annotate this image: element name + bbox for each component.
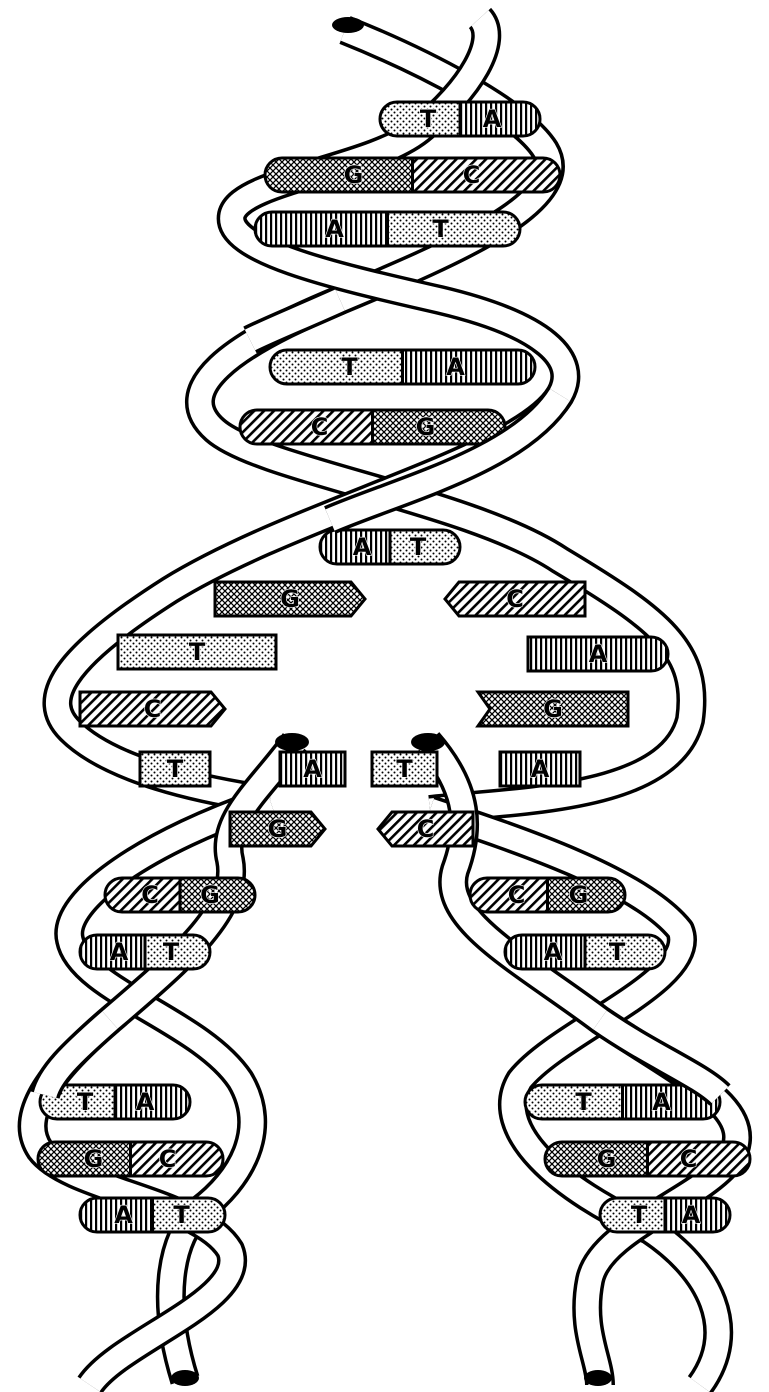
daughter-right-base-pair-2-right: T bbox=[585, 935, 665, 969]
split-base-right: T bbox=[372, 752, 437, 786]
left-unpaired-base-1: G bbox=[215, 582, 365, 616]
strand-end-top-left bbox=[332, 17, 364, 33]
base-letter: A bbox=[589, 640, 608, 668]
parent-base-pair-4-right: A bbox=[403, 350, 536, 384]
base-letter: G bbox=[569, 881, 589, 909]
base-letter: T bbox=[432, 215, 449, 243]
base-letter: A bbox=[136, 1088, 155, 1116]
split-base-left: A bbox=[280, 752, 345, 786]
base-letter: A bbox=[652, 1088, 671, 1116]
base-letter: G bbox=[280, 585, 300, 613]
daughter-right-base-pair-1-right: G bbox=[548, 878, 626, 912]
base-letter: T bbox=[410, 533, 427, 561]
base-letter: C bbox=[141, 881, 159, 909]
base-letter: G bbox=[84, 1145, 104, 1173]
right-unpaired-base-5: C bbox=[378, 812, 473, 846]
base-letter: C bbox=[508, 881, 526, 909]
daughter-left-base-pair-5-right: T bbox=[153, 1198, 226, 1232]
strand-end-bottom-right bbox=[584, 1370, 612, 1386]
right-unpaired-base-1: C bbox=[445, 582, 585, 616]
daughter-right-base-pair-5-right: A bbox=[665, 1198, 730, 1232]
left-unpaired-base-4: T bbox=[140, 752, 210, 786]
base-letter: T bbox=[163, 938, 180, 966]
parent-base-pair-1-left: T bbox=[380, 102, 460, 136]
right-unpaired-base-2: A bbox=[528, 637, 668, 671]
base-letter: A bbox=[483, 105, 502, 133]
parent-base-pair-3-left: A bbox=[255, 212, 388, 246]
base-letter: C bbox=[680, 1145, 698, 1173]
base-letter: C bbox=[311, 413, 329, 441]
parent-base-pair-5-left: C bbox=[240, 410, 373, 444]
daughter-left-base-pair-2-right: T bbox=[145, 935, 210, 969]
base-letter: A bbox=[325, 215, 344, 243]
daughter-left-base-pair-3-right: A bbox=[115, 1085, 190, 1119]
base-letter: A bbox=[446, 353, 465, 381]
left-unpaired-base-5: G bbox=[230, 812, 325, 846]
left-unpaired-base-2: T bbox=[118, 635, 276, 669]
base-letter: G bbox=[200, 881, 220, 909]
daughter-right-base-pair-2-left: A bbox=[505, 935, 585, 969]
base-letter: T bbox=[631, 1201, 648, 1229]
daughter-right-base-pair-5-left: T bbox=[600, 1198, 665, 1232]
daughter-left-base-pair-1-left: C bbox=[105, 878, 180, 912]
right-unpaired-base-4: A bbox=[500, 752, 580, 786]
daughter-left-base-pair-1-right: G bbox=[180, 878, 255, 912]
strand-end-new-left bbox=[275, 733, 309, 751]
left-unpaired-base-3: C bbox=[80, 692, 225, 726]
daughter-left-base-pair-5-left: A bbox=[80, 1198, 153, 1232]
base-letter: A bbox=[682, 1201, 701, 1229]
base-letter: T bbox=[77, 1088, 94, 1116]
parent-base-pair-5-right: G bbox=[373, 410, 506, 444]
base-letter: T bbox=[420, 105, 437, 133]
base-letter: T bbox=[167, 755, 184, 783]
base-letter: C bbox=[417, 815, 435, 843]
base-letter: C bbox=[159, 1145, 177, 1173]
daughter-left-base-pair-4-right: C bbox=[131, 1142, 224, 1176]
base-letter: G bbox=[344, 161, 364, 189]
right-unpaired-base-3: G bbox=[478, 692, 628, 726]
parent-crossing-front-2 bbox=[250, 300, 340, 340]
base-letter: A bbox=[303, 755, 322, 783]
base-letter: T bbox=[341, 353, 358, 381]
daughter-right-base-pair-1-left: C bbox=[470, 878, 548, 912]
base-letter: T bbox=[609, 938, 626, 966]
base-letter: C bbox=[506, 585, 524, 613]
base-letter: G bbox=[597, 1145, 617, 1173]
daughter-left-base-pair-4-left: G bbox=[38, 1142, 131, 1176]
base-letter: C bbox=[463, 161, 481, 189]
base-letter: A bbox=[353, 533, 372, 561]
base-letter: A bbox=[531, 755, 550, 783]
base-letter: A bbox=[110, 938, 129, 966]
base-letter: G bbox=[416, 413, 436, 441]
parent-base-pair-4-left: T bbox=[270, 350, 403, 384]
daughter-right-base-pair-4-right: C bbox=[648, 1142, 751, 1176]
strand-end-bottom-left bbox=[171, 1370, 199, 1386]
parent-base-pair-6-left: A bbox=[320, 530, 390, 564]
base-letter: T bbox=[189, 638, 206, 666]
base-letter: T bbox=[575, 1088, 592, 1116]
base-letter: T bbox=[396, 755, 413, 783]
parent-base-pair-2-left: G bbox=[265, 158, 413, 192]
parent-base-pair-3-right: T bbox=[388, 212, 521, 246]
parent-base-pair-2-right: C bbox=[413, 158, 561, 192]
base-letter: C bbox=[144, 695, 162, 723]
base-letter: G bbox=[543, 695, 563, 723]
daughter-right-base-pair-3-left: T bbox=[525, 1085, 623, 1119]
parent-base-pair-6-right: T bbox=[390, 530, 460, 564]
base-letter: G bbox=[268, 815, 288, 843]
base-letter: A bbox=[114, 1201, 133, 1229]
parent-base-pair-1-right: A bbox=[460, 102, 540, 136]
strand-end-new-right bbox=[411, 733, 445, 751]
daughter-right-base-pair-4-left: G bbox=[545, 1142, 648, 1176]
base-letter: T bbox=[173, 1201, 190, 1229]
daughter-left-base-pair-2-left: A bbox=[80, 935, 145, 969]
base-letter: A bbox=[544, 938, 563, 966]
